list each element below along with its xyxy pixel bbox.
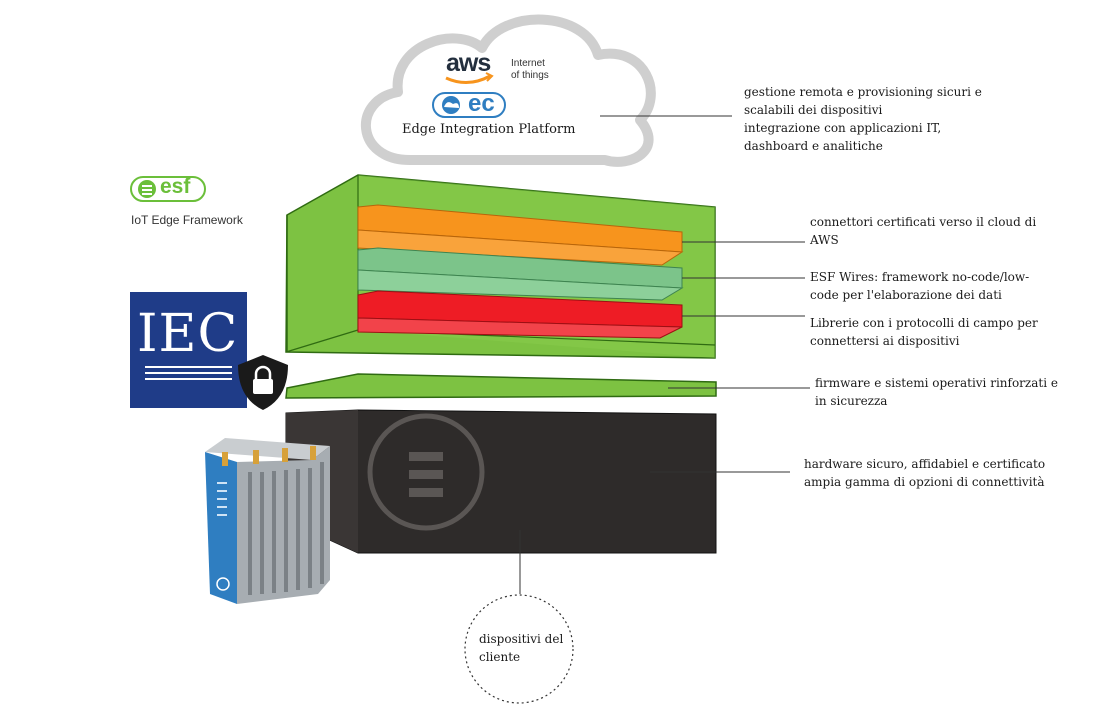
annotation-line: code per l'elaborazione dei dati [810,288,1002,302]
ec-logo-text: ec [468,90,495,117]
annotation-teal: ESF Wires: framework no-code/low- code p… [810,268,1029,304]
annotation-line: ampia gamma di opzioni di connettività [804,475,1045,489]
firmware-plate [285,373,717,399]
aws-subtitle: Internet of things [511,58,549,82]
annotation-line: firmware e sistemi operativi rinforzati … [815,376,1058,390]
esf-logo-text: esf [160,175,191,198]
annotation-devices: dispositivi del cliente [479,630,563,666]
cloud-shape [360,14,656,167]
annotation-line: scalabili dei dispositivi [744,103,883,117]
customer-devices-circle [464,594,574,704]
hardware-logo-icon [367,413,485,531]
ec-logo-mark [432,92,506,118]
annotation-orange: connettori certificati verso il cloud di… [810,213,1036,249]
annotation-line: AWS [810,233,839,247]
teal-layer [357,247,684,301]
annotation-line: dashboard e analitiche [744,139,883,153]
hardware-block [285,409,717,554]
aws-subtitle-line: of things [511,70,549,81]
annotation-firmware: firmware e sistemi operativi rinforzati … [815,374,1058,410]
aws-logo: aws [446,49,491,77]
annotation-cloud: gestione remota e provisioning sicuri e … [744,83,982,155]
iec-logo-text: IEC [137,304,239,364]
annotation-line: dispositivi del [479,632,564,646]
connector-lines [519,115,810,594]
aws-smile-icon [445,74,491,84]
annotation-line: ESF Wires: framework no-code/low- [810,270,1030,284]
iec-logo-block [130,292,247,408]
esf-subtitle: IoT Edge Framework [131,213,243,227]
gateway-device-image [205,438,330,604]
annotation-line: Librerie con i protocolli di campo per [810,316,1038,330]
annotation-line: connettori certificati verso il cloud di [810,215,1037,229]
annotation-red: Librerie con i protocolli di campo per c… [810,314,1038,350]
annotation-line: in sicurezza [815,394,888,408]
annotation-hardware: hardware sicuro, affidabiel e certificat… [804,455,1045,491]
platform-label: Edge Integration Platform [402,122,576,137]
annotation-line: hardware sicuro, affidabiel e certificat… [804,457,1046,471]
annotation-line: gestione remota e provisioning sicuri e [744,85,982,99]
padlock-icon [238,355,288,410]
annotation-line: connettersi ai dispositivi [810,334,960,348]
annotation-line: integrazione con applicazioni IT, [744,121,942,135]
red-layer [357,290,683,339]
esf-logo-mark [130,176,206,202]
annotation-line: cliente [479,650,521,664]
aws-subtitle-line: Internet [511,58,545,69]
